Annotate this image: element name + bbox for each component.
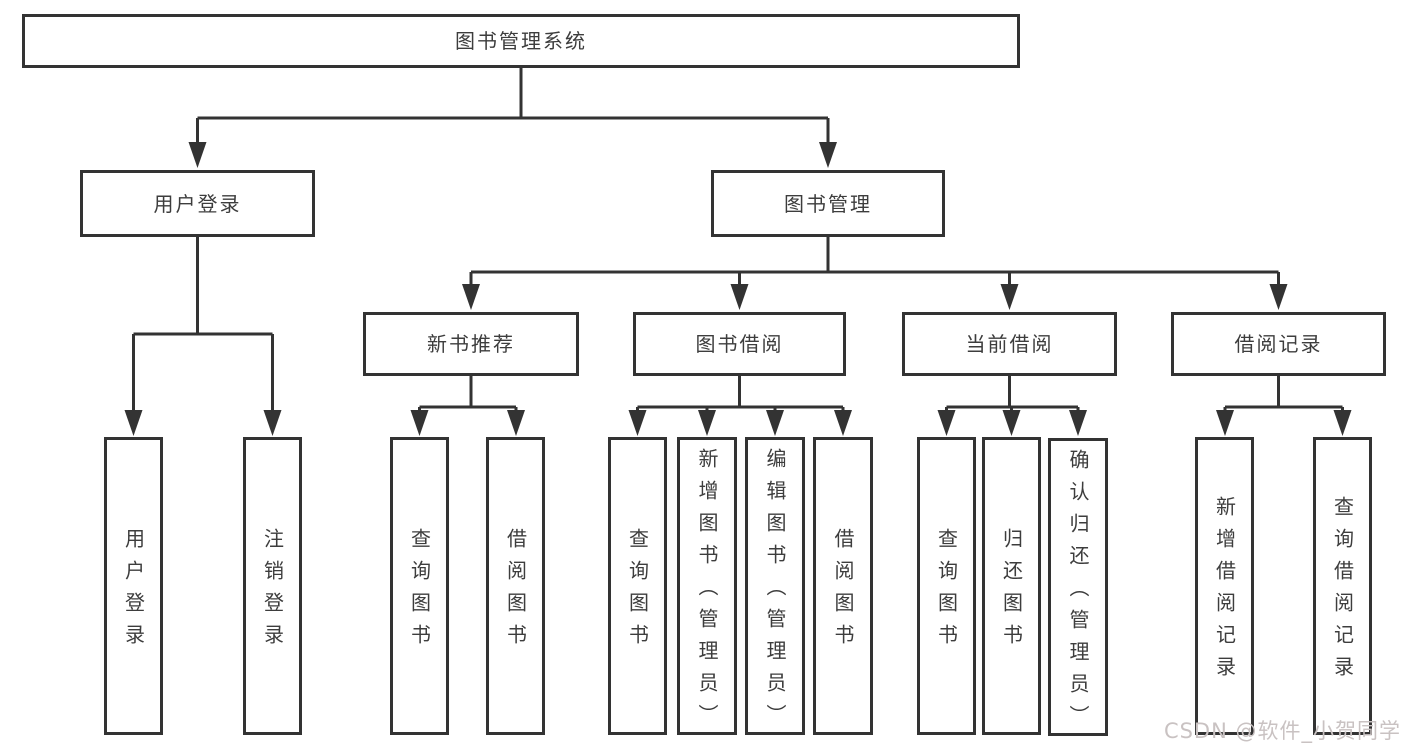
node-new-book-recommend: 新书推荐 (363, 312, 579, 376)
leaf-query-books-current-label: 查询图书 (934, 528, 959, 656)
leaf-query-books-current: 查询图书 (917, 437, 976, 735)
node-user-login: 用户登录 (80, 170, 315, 237)
node-current-borrow: 当前借阅 (902, 312, 1117, 376)
leaf-logout: 注销登录 (243, 437, 302, 735)
leaf-add-borrow-record: 新增借阅记录 (1195, 437, 1254, 735)
node-user-login-label: 用户登录 (153, 191, 242, 216)
node-book-management-label: 图书管理 (784, 191, 872, 216)
leaf-add-book-admin: 新增图书（管理员） (677, 437, 737, 736)
leaf-borrow-books-recommend: 借阅图书 (486, 437, 545, 735)
csdn-watermark: CSDN @软件_小贺同学 (1163, 719, 1401, 743)
leaf-query-books-recommend: 查询图书 (390, 437, 449, 735)
leaf-borrow-books: 借阅图书 (813, 437, 873, 735)
leaf-query-books-borrow: 查询图书 (608, 437, 667, 735)
leaf-logout-label: 注销登录 (260, 528, 285, 656)
leaf-confirm-return-admin-label: 确认归还（管理员） (1066, 449, 1090, 737)
node-current-borrow-label: 当前借阅 (965, 332, 1054, 356)
leaf-query-books-borrow-label: 查询图书 (625, 528, 650, 656)
leaf-query-books-recommend-label: 查询图书 (407, 528, 432, 656)
node-new-book-recommend-label: 新书推荐 (427, 332, 515, 356)
node-borrow-records: 借阅记录 (1171, 312, 1386, 376)
leaf-add-borrow-record-label: 新增借阅记录 (1212, 496, 1237, 688)
leaf-edit-book-admin: 编辑图书（管理员） (745, 437, 805, 736)
leaf-query-borrow-record: 查询借阅记录 (1313, 437, 1372, 735)
leaf-user-login-label: 用户登录 (121, 528, 146, 656)
node-root-label: 图书管理系统 (455, 29, 587, 53)
leaf-borrow-books-label: 借阅图书 (831, 528, 855, 656)
leaf-confirm-return-admin: 确认归还（管理员） (1048, 438, 1108, 737)
leaf-edit-book-admin-label: 编辑图书（管理员） (763, 448, 787, 736)
node-root: 图书管理系统 (22, 14, 1020, 68)
leaf-add-book-admin-label: 新增图书（管理员） (695, 448, 719, 736)
leaf-query-borrow-record-label: 查询借阅记录 (1330, 496, 1355, 688)
node-book-management: 图书管理 (711, 170, 945, 237)
node-book-borrow-label: 图书借阅 (695, 332, 784, 356)
leaf-user-login: 用户登录 (104, 437, 163, 735)
leaf-return-book-label: 归还图书 (999, 528, 1024, 656)
leaf-borrow-books-recommend-label: 借阅图书 (503, 528, 528, 656)
leaf-return-book: 归还图书 (982, 437, 1041, 735)
node-book-borrow: 图书借阅 (633, 312, 846, 376)
node-borrow-records-label: 借阅记录 (1234, 332, 1323, 356)
